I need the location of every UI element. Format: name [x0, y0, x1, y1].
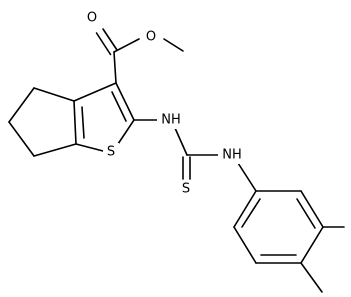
atom-o-carbonyl: O	[84, 9, 100, 27]
atom-nh-aryl: NH	[218, 146, 246, 164]
atom-nh-amide: NH	[157, 111, 185, 129]
bond-c4-c5	[8, 87, 35, 123]
bond-s-c7a	[75, 143, 104, 152]
label-background	[178, 180, 194, 198]
bond-c3-c2-inner	[111, 91, 127, 122]
bond-ar2-ar3-inner	[296, 198, 316, 229]
atom-s-thione: S	[178, 180, 194, 198]
bonds	[8, 28, 345, 293]
atom-s-thiophene: S	[103, 143, 119, 161]
bond-c3a-c4	[33, 87, 75, 102]
bond-ar4-methyl	[300, 262, 323, 293]
bond-c3-c2	[115, 82, 135, 121]
bond-ar2-ar3	[300, 190, 324, 228]
bond-c3a-c3	[73, 82, 117, 102]
label-background	[157, 111, 185, 129]
label-background	[103, 143, 119, 161]
atom-label-o-carbonyl: O	[87, 11, 97, 26]
bond-ar6-ar1-inner	[241, 198, 261, 228]
bond-nh-cs	[174, 127, 188, 156]
atom-label-o-ester: O	[146, 30, 156, 45]
bond-c2-s	[117, 119, 135, 145]
bond-ar3-ar4	[300, 226, 324, 264]
bond-carbonyl-double-b	[102, 28, 118, 51]
label-background	[218, 146, 246, 164]
bond-ar6-ar1	[233, 190, 257, 228]
bond-ester-o-methyl	[163, 38, 184, 52]
atom-label-s-thiophene: S	[107, 145, 115, 160]
atom-o-ester: O	[143, 28, 159, 46]
atom-label-nh-amide: NH	[161, 113, 181, 128]
bond-c5-c6	[8, 121, 35, 157]
bond-c6-c7a	[33, 143, 77, 157]
bond-c7a-c3a	[73, 100, 77, 145]
atom-label-s-thione: S	[182, 182, 190, 197]
bond-c7a-c3a-inner	[81, 106, 85, 139]
atom-label-nh-aryl: NH	[222, 148, 242, 163]
bond-carbonyl-c-ester-o	[113, 38, 140, 53]
label-background	[84, 9, 100, 27]
bond-ar5-ar6	[233, 226, 257, 264]
bond-carbonyl-double-a	[95, 32, 112, 56]
bond-carbonyl-c-ring	[113, 51, 117, 84]
atom-labels: O O S NH S NH	[84, 9, 246, 198]
label-background	[143, 28, 159, 46]
bond-nh-aryl	[237, 162, 257, 192]
